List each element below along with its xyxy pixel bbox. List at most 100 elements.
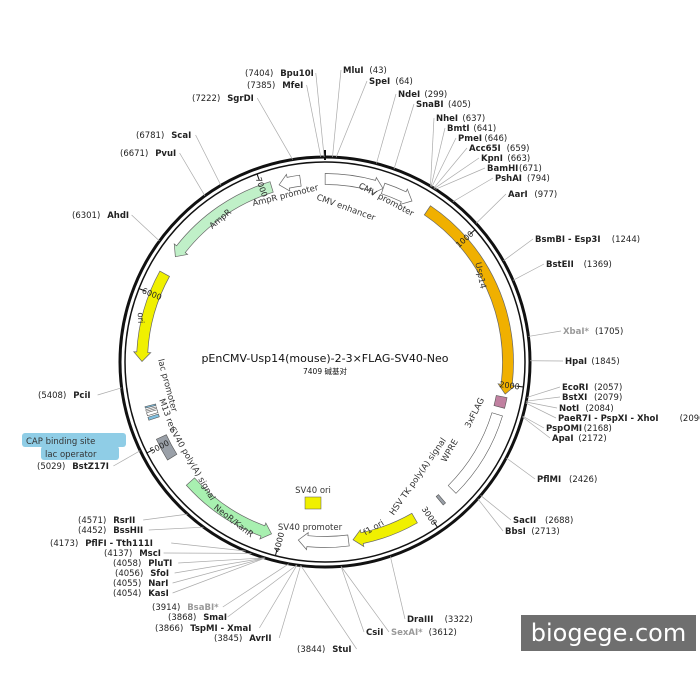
site-position: (3844) xyxy=(297,645,325,655)
site-leader xyxy=(452,177,494,203)
restriction-site: (3845)AvrII xyxy=(214,565,301,644)
lac-operator-callout: lac operator xyxy=(45,450,97,460)
site-position: (64) xyxy=(395,77,412,87)
site-name: NotI xyxy=(559,404,579,414)
site-leader xyxy=(434,157,480,189)
map-title: pEnCMV-Usp14(mouse)-2-3×FLAG-SV40-Neo xyxy=(201,352,448,365)
site-position: (3868) xyxy=(168,613,196,623)
site-leader xyxy=(512,263,545,281)
restriction-site: AarI(977) xyxy=(475,190,557,224)
site-leader xyxy=(256,97,293,160)
site-position: (5029) xyxy=(37,462,65,472)
restriction-site: XbaI* (1705) xyxy=(528,327,623,337)
site-name: Acc65I xyxy=(469,144,501,154)
site-name: PmeI xyxy=(458,134,482,144)
site-leader xyxy=(172,557,266,594)
feature-sv40-poly-a-signal xyxy=(155,434,178,461)
site-name: BbsI xyxy=(505,527,526,537)
site-leader xyxy=(430,127,446,187)
restriction-site: (3866)TspMI - XmaI xyxy=(155,564,298,634)
restriction-site: (4054)KasI xyxy=(113,557,266,599)
restriction-site: (5408)PciI xyxy=(38,387,122,401)
feature-label: SV40 promoter xyxy=(278,523,343,533)
site-position: (663) xyxy=(507,154,530,164)
site-position: (2426) xyxy=(569,475,597,485)
tick-label: 2000 xyxy=(499,380,520,391)
tick-mark xyxy=(516,385,524,388)
tick-mark xyxy=(146,449,154,454)
site-position: (3914) xyxy=(152,603,180,613)
feature-f1-ori xyxy=(352,512,418,548)
restriction-site: (7222)SgrDI xyxy=(192,94,293,160)
site-name: SfoI xyxy=(150,569,169,579)
site-name: BmtI xyxy=(447,124,470,134)
restriction-site: EcoRI(2057) xyxy=(526,383,622,398)
site-position: (4055) xyxy=(113,579,141,589)
site-position: (4173) xyxy=(50,539,78,549)
restriction-site: BstEII(1369) xyxy=(512,260,612,281)
site-name: PvuI xyxy=(155,149,176,159)
site-leader xyxy=(526,386,561,398)
restriction-site: BsmBI - Esp3I(1244) xyxy=(503,235,640,262)
site-name: NarI xyxy=(148,579,168,589)
site-position: (299) xyxy=(424,90,447,100)
feature-label: 3xFLAG xyxy=(463,396,487,430)
feature-label: CMV enhancer xyxy=(315,193,377,224)
site-name: EcoRI xyxy=(562,383,588,393)
site-position: (2079) xyxy=(594,393,622,403)
restriction-site: (4173) PflFI - Tth111I xyxy=(50,539,246,552)
site-leader xyxy=(222,563,289,608)
site-position: (1369) xyxy=(584,260,612,270)
site-position: (1244) xyxy=(612,235,640,245)
tick-mark xyxy=(138,288,146,292)
site-leader xyxy=(522,416,551,439)
site-position: (6301) xyxy=(72,211,100,221)
site-leader xyxy=(430,117,435,187)
site-name: NdeI xyxy=(398,90,420,100)
feature-cmv-promoter xyxy=(380,182,413,206)
site-position: (2688) xyxy=(545,516,573,526)
site-leader xyxy=(480,495,512,521)
site-position: (977) xyxy=(534,190,557,200)
site-position: (637) xyxy=(462,114,485,124)
site-name: Bpu10I xyxy=(280,69,314,79)
restriction-site: BmtI(641) xyxy=(430,124,496,187)
restriction-site: (6781)ScaI xyxy=(136,131,222,186)
site-name: DraIII xyxy=(407,615,433,625)
feature-label: ori xyxy=(135,312,145,323)
site-position: (646) xyxy=(484,134,507,144)
restriction-site: (4058)PluTI xyxy=(113,557,265,569)
lac-operator-callout-box xyxy=(41,446,119,460)
site-name: BstXI xyxy=(562,393,587,403)
restriction-site: PshAI(794) xyxy=(452,174,550,203)
restriction-site: SacII(2688) xyxy=(480,495,573,526)
site-position: (405) xyxy=(448,100,471,110)
site-name: SnaBI xyxy=(416,100,444,110)
site-name: PflFI - Tth111I xyxy=(85,539,153,549)
restriction-site: (4452)BssHII xyxy=(78,526,204,536)
site-leader xyxy=(433,147,468,189)
restriction-site: (3914)BsaBI* xyxy=(152,563,289,613)
site-position: (4137) xyxy=(104,549,132,559)
site-position: (43) xyxy=(369,66,386,76)
feature-ampr-promoter xyxy=(278,173,302,192)
site-position: (1705) xyxy=(595,327,623,337)
feature-hsv-tk-poly-a-signal xyxy=(435,494,447,506)
site-name: HpaI xyxy=(565,357,587,367)
site-name: ScaI xyxy=(171,131,191,141)
feature-m13-rev xyxy=(146,409,159,417)
site-position: (2172) xyxy=(578,434,606,444)
restriction-site: (3868)SmaI xyxy=(168,564,297,623)
site-position: (2168) xyxy=(584,424,612,434)
site-leader xyxy=(178,557,265,564)
site-leader xyxy=(525,402,557,419)
feature-neor-kanr xyxy=(185,477,273,540)
site-name: XbaI* xyxy=(563,327,590,337)
site-leader xyxy=(376,93,397,164)
site-layer: (7404)Bpu10I(7385)MfeI(7222)SgrDI(6781)S… xyxy=(37,66,700,655)
site-position: (3322) xyxy=(445,615,473,625)
restriction-site: HpaI(1845) xyxy=(529,357,620,367)
restriction-site: BbsI(2713) xyxy=(477,498,560,537)
site-leader xyxy=(393,103,415,170)
